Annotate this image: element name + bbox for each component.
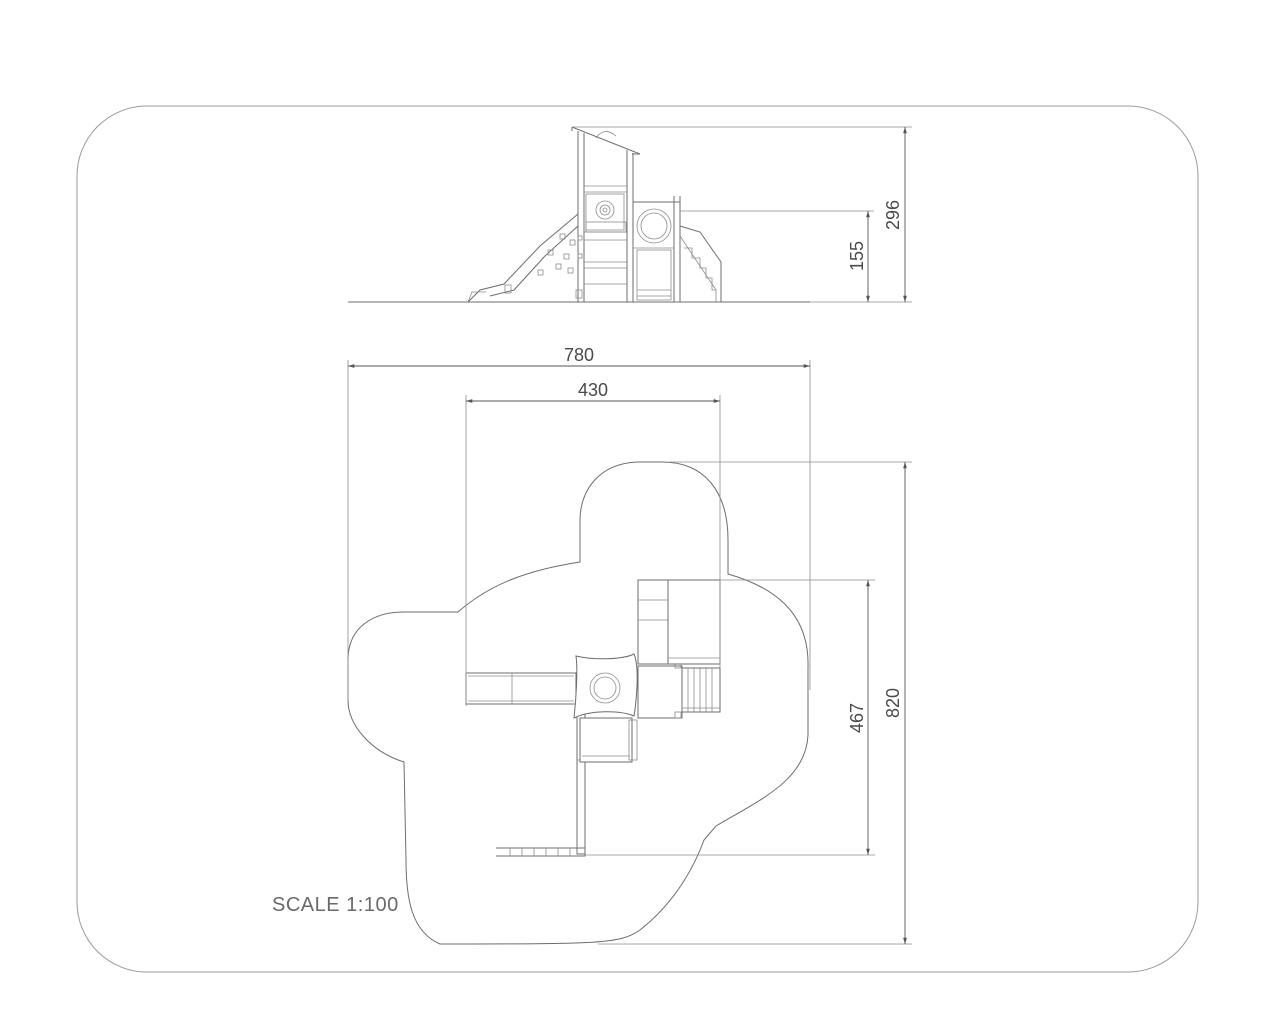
dimension-inner-depth: 467: [847, 703, 867, 733]
dimension-platform-height: 155: [847, 241, 867, 271]
dimension-total-height: 296: [883, 200, 903, 230]
sheet-frame: [76, 105, 1199, 973]
safety-zone-outline: [347, 461, 809, 945]
dimension-total-width: 780: [564, 345, 594, 365]
plan-view: 780 430 467 820: [347, 345, 912, 945]
scale-label: SCALE 1:100: [272, 894, 399, 916]
dimension-total-depth: 820: [883, 688, 903, 718]
dimension-inner-width: 430: [578, 380, 608, 400]
elevation-view: 296 155: [348, 126, 912, 303]
